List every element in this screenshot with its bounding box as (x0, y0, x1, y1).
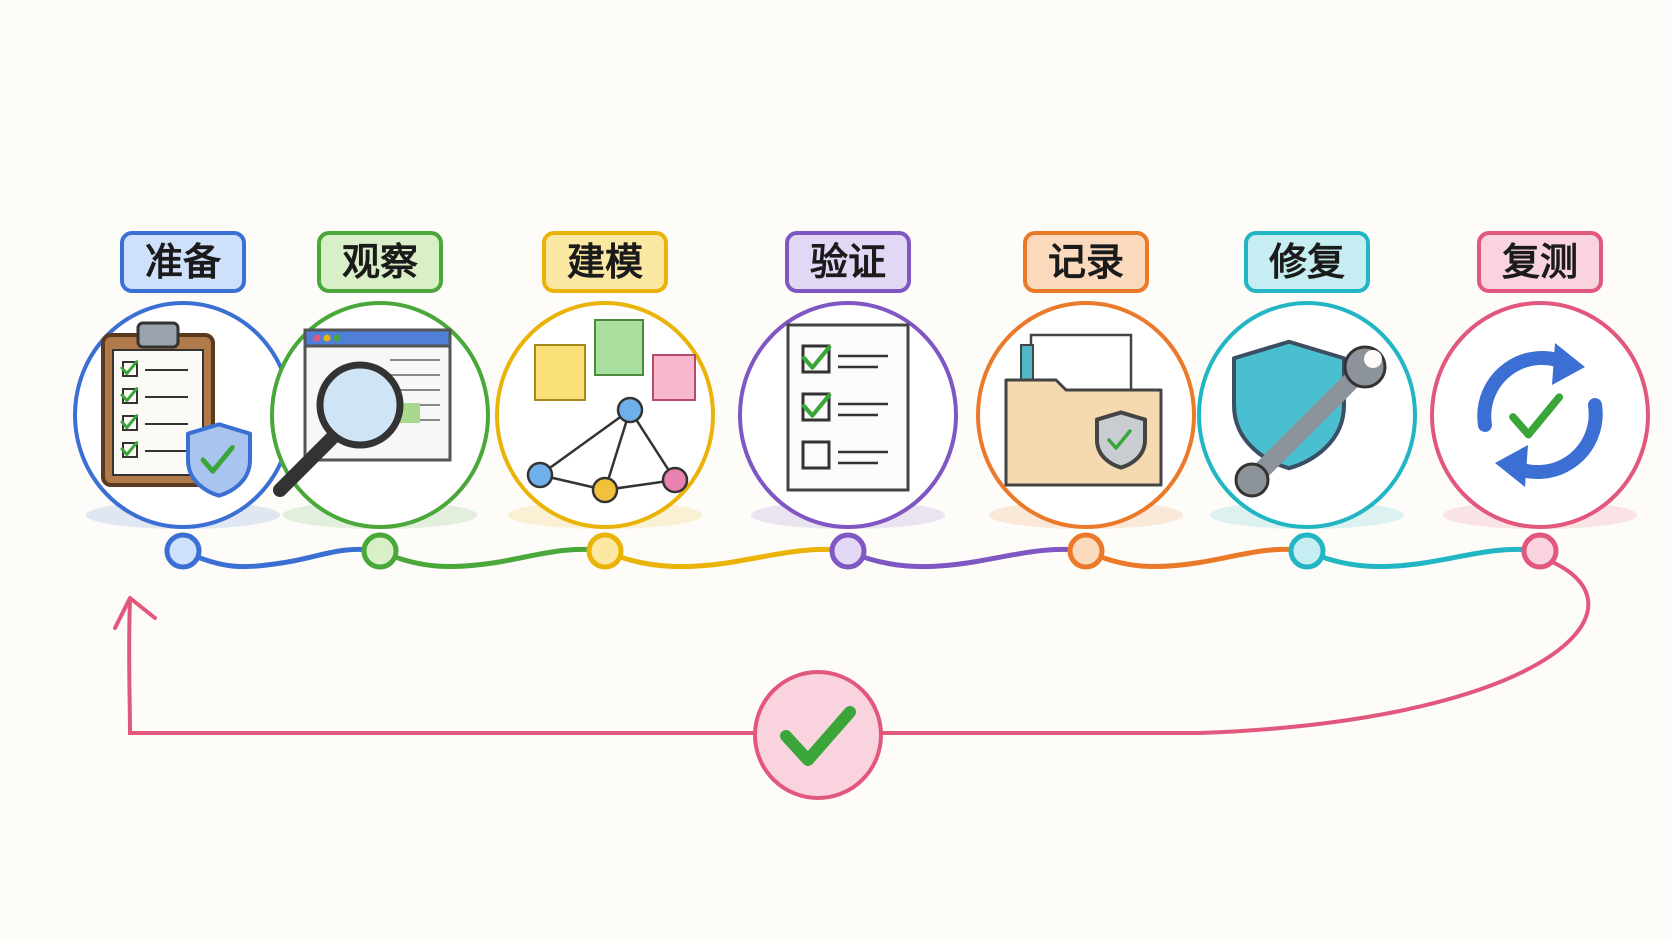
step-7: 复测 (1430, 231, 1650, 570)
connector-line (1083, 546, 1310, 570)
step-4: 验证 (738, 231, 958, 570)
sticky-notes-graph-icon (526, 319, 696, 504)
connector-line (377, 546, 608, 570)
step-2: 观察 (270, 231, 490, 570)
browser-magnifier-icon (273, 328, 452, 497)
timeline-node (1521, 532, 1559, 570)
step-tag (785, 231, 911, 293)
step-tag (1477, 231, 1603, 293)
connector-line (1304, 546, 1543, 570)
timeline-node (164, 532, 202, 570)
step-1: 准备 (73, 231, 293, 570)
step-label: 验证 (810, 240, 886, 284)
check-icon (1509, 393, 1564, 439)
timeline-node (586, 532, 624, 570)
shield-wrench-icon (1232, 339, 1387, 498)
connector-line (845, 546, 1089, 570)
step-6: 修复 (1197, 231, 1417, 570)
check-icon (120, 360, 139, 376)
loop-check-badge (753, 670, 883, 800)
step-label: 观察 (342, 240, 418, 284)
step-tag (542, 231, 668, 293)
step-5: 记录 (976, 231, 1196, 570)
step-tag (317, 231, 443, 293)
timeline-node (1288, 532, 1326, 570)
timeline-node (361, 532, 399, 570)
step-tag (1244, 231, 1370, 293)
step-label: 建模 (567, 240, 643, 284)
check-icon (1107, 429, 1132, 450)
loop-back-arrow (127, 555, 1591, 735)
step-label: 修复 (1269, 240, 1345, 284)
connector-line (180, 546, 383, 570)
check-icon (200, 444, 235, 474)
check-icon (780, 706, 856, 766)
step-tag (1023, 231, 1149, 293)
clipboard-checklist-shield-icon (101, 321, 252, 498)
timeline-node (1067, 532, 1105, 570)
timeline-connectors (180, 546, 1543, 570)
step-label: 记录 (1048, 240, 1124, 284)
step-label: 准备 (145, 240, 222, 284)
step-tag (120, 231, 246, 293)
checklist-document-icon (786, 323, 910, 492)
connector-line (602, 546, 851, 570)
folder-shield-icon (1004, 333, 1163, 487)
shield-icon (1232, 339, 1346, 471)
timeline-node (829, 532, 867, 570)
check-icon (801, 393, 832, 418)
check-icon (801, 345, 832, 370)
step-label: 复测 (1502, 240, 1578, 284)
loop-arrowhead-icon (113, 596, 157, 630)
check-icon (120, 387, 139, 403)
check-icon (120, 441, 139, 457)
check-icon (120, 414, 139, 430)
refresh-check-icon (1477, 343, 1603, 487)
step-3: 建模 (495, 231, 715, 570)
